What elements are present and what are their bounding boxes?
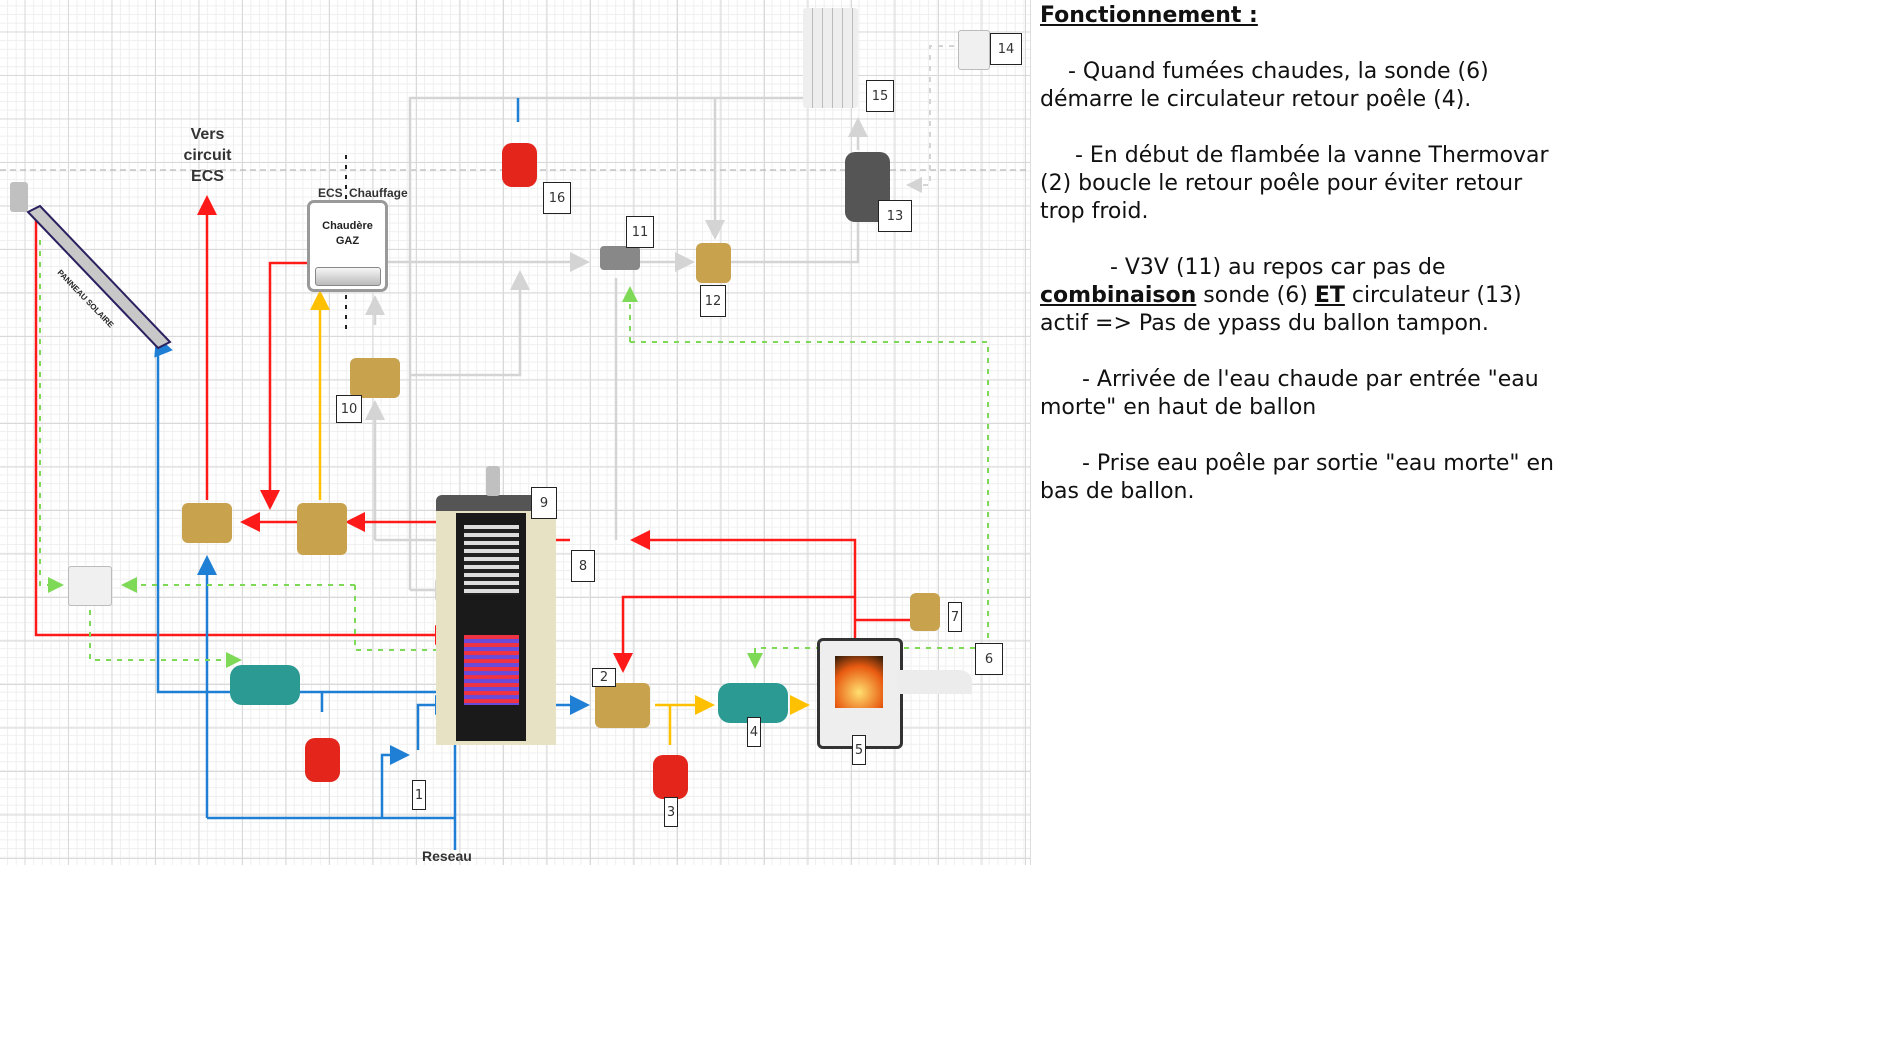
stove-circulator-pump-icon (718, 683, 788, 723)
storage-tank (436, 495, 556, 745)
wood-stove-icon (817, 638, 903, 749)
tank-solar-coil (464, 635, 519, 705)
label-10: 10 (336, 395, 362, 423)
emphasis-text: combinaison (1040, 283, 1197, 308)
heating-pipes (365, 96, 868, 600)
stove-fire (835, 656, 883, 708)
paragraph-text: - Quand fumées chaudes, la sonde (6) dém… (1040, 59, 1496, 112)
solar-panel (26, 204, 172, 350)
pipe-diagram (0, 45, 1030, 850)
motorized-v3v-icon (600, 246, 640, 270)
boiler-name: Chaudère (322, 220, 373, 232)
hot-pipes (34, 195, 910, 673)
mixing-valve-icon (182, 503, 232, 543)
explanation-paragraph: - Arrivée de l'eau chaude par entrée "ea… (1040, 366, 1560, 422)
paragraph-text: - Prise eau poêle par sortie "eau morte"… (1040, 451, 1561, 504)
explanation-paragraph: - En début de flambée la vanne Thermovar… (1040, 142, 1560, 226)
label-11: 11 (626, 216, 654, 248)
expansion-vessel-icon (305, 738, 340, 782)
label-14: 14 (990, 33, 1022, 65)
chauffage-label: Chauffage (349, 186, 408, 200)
label-4: 4 (747, 717, 761, 747)
thermovar-valve-icon (595, 683, 650, 728)
radiator-icon (803, 8, 858, 108)
expansion-vessel-icon (502, 143, 537, 187)
label-15: 15 (866, 80, 894, 112)
gas-boiler: Chaudère GAZ (307, 200, 388, 292)
mixed-pipes (310, 290, 810, 745)
paragraph-text: - V3V (11) au repos car pas de (1040, 255, 1453, 280)
explanation-panel: Fonctionnement : - Quand fumées chaudes,… (1040, 0, 1560, 534)
label-12: 12 (700, 285, 726, 317)
boiler-type: GAZ (335, 235, 360, 247)
explanation-paragraph: - Prise eau poêle par sortie "eau morte"… (1040, 450, 1560, 506)
mixing-valve-icon (297, 503, 347, 555)
reseau-label: Reseau (422, 848, 472, 864)
paragraph-text: - En début de flambée la vanne Thermovar… (1040, 143, 1556, 224)
vers-circuit-ecs-label: Vers circuit ECS (183, 126, 232, 185)
air-vent-icon (486, 466, 500, 496)
label-5: 5 (852, 735, 866, 765)
ecs-label: ECS (318, 186, 343, 200)
paragraph-text: sonde (6) (1196, 283, 1315, 308)
safety-valve-icon (910, 593, 940, 631)
boiler-control-panel (315, 267, 381, 286)
expansion-vessel-icon (653, 755, 688, 799)
room-thermostat-icon (958, 30, 990, 70)
label-13: 13 (878, 200, 912, 232)
label-6: 6 (975, 643, 1003, 675)
label-16: 16 (543, 182, 571, 214)
mixing-valve-icon (350, 358, 400, 398)
flue-pipe-icon (897, 670, 972, 694)
explanation-paragraph: - V3V (11) au repos car pas de combinais… (1040, 254, 1560, 338)
label-8: 8 (571, 550, 595, 582)
three-way-valve-icon (696, 243, 731, 283)
explanation-heading: Fonctionnement : (1040, 3, 1258, 28)
tank-upper-coil (464, 525, 519, 595)
explanation-paragraphs: - Quand fumées chaudes, la sonde (6) dém… (1040, 58, 1560, 506)
cold-pipes (154, 98, 590, 850)
solar-circulator-pump-icon (230, 665, 300, 705)
label-9: 9 (531, 487, 557, 519)
label-1: 1 (412, 780, 426, 810)
air-vent-icon (10, 182, 28, 212)
label-3: 3 (664, 797, 678, 827)
solar-controller-icon (68, 566, 112, 606)
paragraph-text: circulateur (13) actif => Pas de ypass d… (1040, 283, 1529, 336)
explanation-paragraph: - Quand fumées chaudes, la sonde (6) dém… (1040, 58, 1560, 114)
label-7: 7 (948, 602, 962, 632)
label-2: 2 (592, 668, 616, 687)
emphasis-text: ET (1314, 283, 1345, 308)
paragraph-text: - Arrivée de l'eau chaude par entrée "ea… (1040, 367, 1546, 420)
